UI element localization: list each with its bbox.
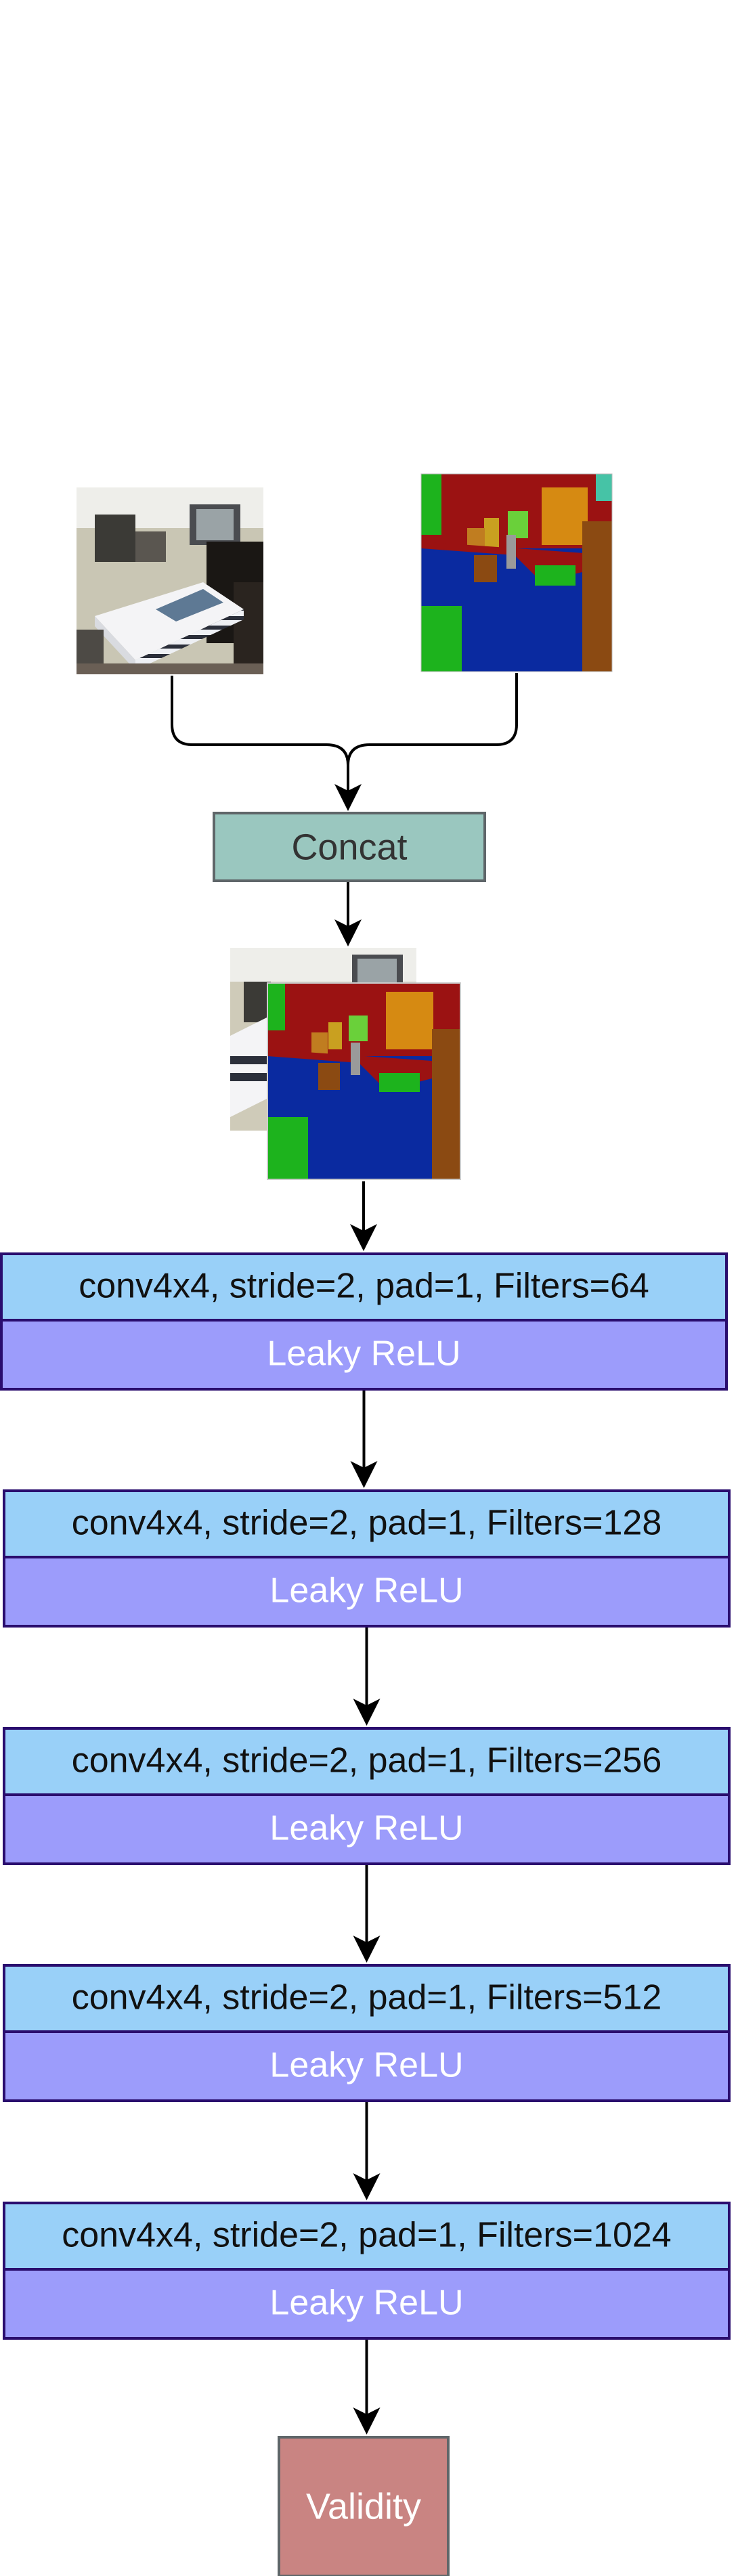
conv-label-4: conv4x4, stride=2, pad=1, Filters=512 xyxy=(72,1978,662,2017)
conv-label-1: conv4x4, stride=2, pad=1, Filters=64 xyxy=(79,1267,649,1306)
conv-block-1 xyxy=(0,1252,728,1322)
concatenated-input-image xyxy=(230,948,461,1180)
activation-block-2 xyxy=(3,1556,731,1628)
conv-block-2 xyxy=(3,1489,731,1558)
activation-block-5 xyxy=(3,2268,731,2340)
validity-label: Validity xyxy=(306,2486,421,2527)
concat-node xyxy=(213,812,486,882)
conv-label-5: conv4x4, stride=2, pad=1, Filters=1024 xyxy=(62,2216,671,2255)
layer-stack: conv4x4, stride=2, pad=1, Filters=64Leak… xyxy=(0,1252,731,2435)
conv-block-5 xyxy=(3,2202,731,2271)
segmap-to-concat-edge xyxy=(347,673,518,806)
activation-block-1 xyxy=(0,1319,728,1391)
activation-label-2: Leaky ReLU xyxy=(269,1571,463,1611)
validity-output-node xyxy=(278,2436,450,2576)
input-photo-image xyxy=(77,487,263,674)
activation-label-5: Leaky ReLU xyxy=(269,2284,463,2323)
activation-label-1: Leaky ReLU xyxy=(267,1334,460,1374)
activation-block-4 xyxy=(3,2030,731,2102)
activation-label-3: Leaky ReLU xyxy=(269,1809,463,1848)
activation-block-3 xyxy=(3,1793,731,1865)
conv-label-3: conv4x4, stride=2, pad=1, Filters=256 xyxy=(72,1741,662,1781)
conv-block-4 xyxy=(3,1964,731,2033)
conv-block-3 xyxy=(3,1727,731,1796)
input-segmentation-map-image xyxy=(420,473,613,672)
conv-label-2: conv4x4, stride=2, pad=1, Filters=128 xyxy=(72,1504,662,1543)
activation-label-4: Leaky ReLU xyxy=(269,2046,463,2085)
photo-to-concat-edge xyxy=(171,676,362,811)
concat-label: Concat xyxy=(291,827,407,867)
